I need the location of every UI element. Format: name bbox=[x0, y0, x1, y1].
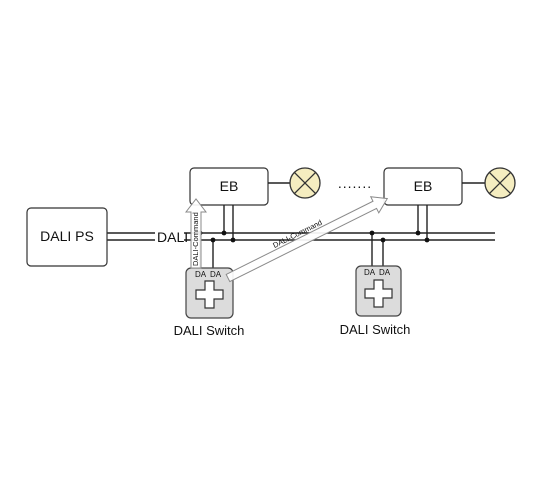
lamp-2-icon bbox=[484, 167, 516, 199]
ballast-1-label: EB bbox=[220, 178, 239, 194]
command-label-1: DALI-Command bbox=[191, 212, 200, 266]
power-supply: DALI PS bbox=[26, 207, 108, 267]
power-supply-label: DALI PS bbox=[40, 228, 94, 244]
switch-1-terminal-2: DA bbox=[210, 270, 222, 279]
switch-1-terminal-1: DA bbox=[195, 270, 207, 279]
ballast-drops bbox=[223, 205, 428, 240]
ballast-2: EB bbox=[383, 167, 463, 206]
switch-1-label: DALI Switch bbox=[174, 323, 245, 338]
switch-2-plus-icon bbox=[364, 279, 393, 308]
dali-bus bbox=[107, 232, 495, 241]
ballast-2-label: EB bbox=[414, 178, 433, 194]
command-arrow-1-icon bbox=[184, 198, 208, 269]
ellipsis: ....... bbox=[338, 175, 372, 191]
bus-label: DALI bbox=[157, 229, 188, 245]
dali-switch-1: DA DA bbox=[185, 267, 234, 319]
switch-2-terminal-1: DA bbox=[364, 268, 376, 277]
dali-switch-2: DA DA bbox=[355, 265, 402, 317]
lamp-1-icon bbox=[289, 167, 321, 199]
command-arrow-2-icon bbox=[225, 196, 389, 283]
switch-2-terminal-2: DA bbox=[379, 268, 391, 277]
ballast-1: EB bbox=[189, 167, 269, 206]
switch-1-plus-icon bbox=[195, 280, 224, 309]
command-arrow-1: DALI-Command bbox=[184, 198, 208, 269]
switch-2-label: DALI Switch bbox=[340, 322, 411, 337]
